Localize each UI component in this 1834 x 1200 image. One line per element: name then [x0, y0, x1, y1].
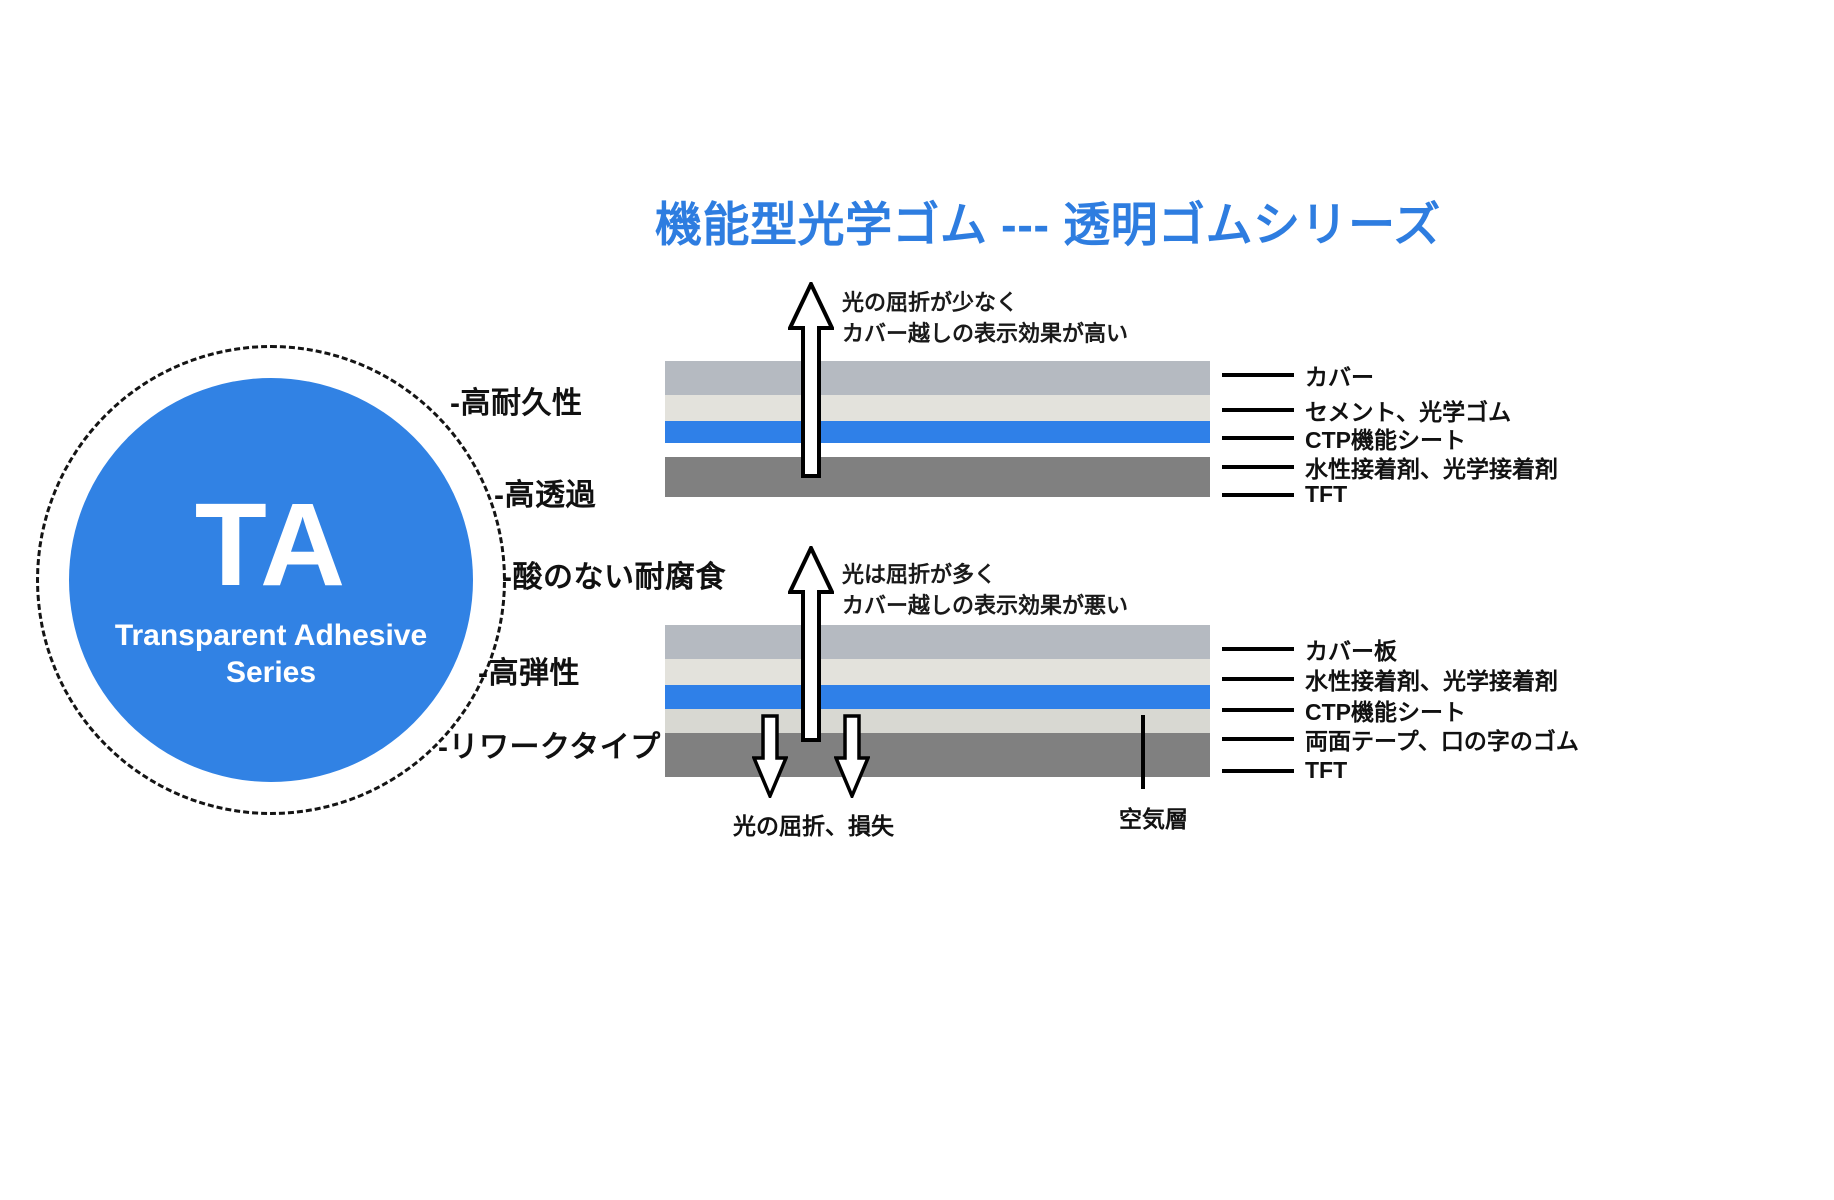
callout-top-2: CTP機能シート [1222, 421, 1466, 455]
badge-dashed-ring [36, 345, 506, 815]
callout-top-label-3: 水性接着剤、光学接着剤 [1305, 456, 1558, 482]
callout-top-0: カバー [1222, 358, 1374, 392]
callout-leader-line [1222, 768, 1294, 773]
callout-leader-line [1222, 373, 1294, 377]
annotation-bottom-line-1: 光は屈折が多く [842, 562, 997, 587]
callout-bottom-2: CTP機能シート [1222, 693, 1466, 727]
light-loss-down-arrow-icon [752, 714, 788, 798]
callout-leader-line [1222, 465, 1294, 469]
light-up-arrow-icon [788, 282, 834, 478]
page-title: 機能型光学ゴム --- 透明ゴムシリーズ [655, 198, 1441, 251]
ta-badge: TA Transparent Adhesive Series [36, 345, 506, 815]
stack-layer [665, 443, 1210, 457]
callout-top-4: TFT [1222, 481, 1347, 508]
layer-stack-air-gap [665, 625, 1210, 777]
stack-layer [665, 457, 1210, 497]
callout-leader-line [1222, 677, 1294, 681]
stack-layer [665, 361, 1210, 395]
layer-stack-optical-rubber [665, 361, 1210, 497]
callout-leader-line [1222, 436, 1294, 440]
feature-item-0: -高耐久性 [450, 387, 583, 420]
annotation-bottom-line-2: カバー越しの表示効果が悪い [842, 593, 1129, 619]
annotation-top-line-1: 光の屈折が少なく [842, 290, 1019, 315]
annotation-bottom: 光は屈折が多く カバー越しの表示効果が悪い [842, 559, 1128, 621]
light-loss-down-arrow-icon [834, 714, 870, 798]
feature-item-4: -リワークタイプ [438, 731, 661, 764]
callout-leader-line [1222, 647, 1294, 651]
callout-leader-line [1222, 708, 1294, 712]
callout-bottom-label-0: カバー板 [1305, 638, 1397, 664]
badge-mark-text: TA [194, 479, 348, 612]
callout-bottom-4: TFT [1222, 757, 1347, 784]
callout-bottom-label-2: CTP機能シート [1305, 699, 1466, 725]
stack-layer [665, 625, 1210, 659]
stack-layer [665, 659, 1210, 685]
stack-layer [665, 709, 1210, 733]
stack-layer [665, 685, 1210, 709]
stack-layer [665, 395, 1210, 421]
air-gap-leader-line [1141, 715, 1145, 789]
air-gap-label: 空気層 [1119, 806, 1188, 832]
callout-bottom-1: 水性接着剤、光学接着剤 [1222, 662, 1558, 696]
callout-top-3: 水性接着剤、光学接着剤 [1222, 450, 1558, 484]
callout-top-label-2: CTP機能シート [1305, 427, 1466, 453]
feature-item-2: -酸のない耐腐食 [502, 561, 726, 594]
badge-subtitle-text: Transparent Adhesive Series [114, 619, 428, 689]
feature-item-1: -高透過 [494, 479, 596, 512]
feature-item-3: -高弾性 [478, 657, 580, 690]
annotation-top: 光の屈折が少なく カバー越しの表示効果が高い [842, 287, 1128, 349]
callout-bottom-label-3: 両面テープ、口の字のゴム [1305, 728, 1579, 754]
callout-top-label-1: セメント、光学ゴム [1305, 399, 1512, 425]
annotation-top-line-2: カバー越しの表示効果が高い [842, 321, 1129, 347]
callout-bottom-0: カバー板 [1222, 632, 1397, 666]
callout-leader-line [1222, 492, 1294, 497]
callout-bottom-label-4: TFT [1305, 757, 1348, 783]
callout-bottom-label-1: 水性接着剤、光学接着剤 [1305, 668, 1558, 694]
light-up-arrow-icon [788, 546, 834, 742]
badge-circle: TA Transparent Adhesive Series [69, 378, 473, 782]
callout-top-1: セメント、光学ゴム [1222, 393, 1511, 427]
callout-top-label-4: TFT [1305, 481, 1348, 507]
stack-layer [665, 421, 1210, 443]
callout-leader-line [1222, 737, 1294, 741]
callout-top-label-0: カバー [1305, 364, 1374, 390]
callout-leader-line [1222, 408, 1294, 412]
loss-label: 光の屈折、損失 [733, 813, 894, 839]
callout-bottom-3: 両面テープ、口の字のゴム [1222, 722, 1579, 756]
stack-layer [665, 733, 1210, 777]
